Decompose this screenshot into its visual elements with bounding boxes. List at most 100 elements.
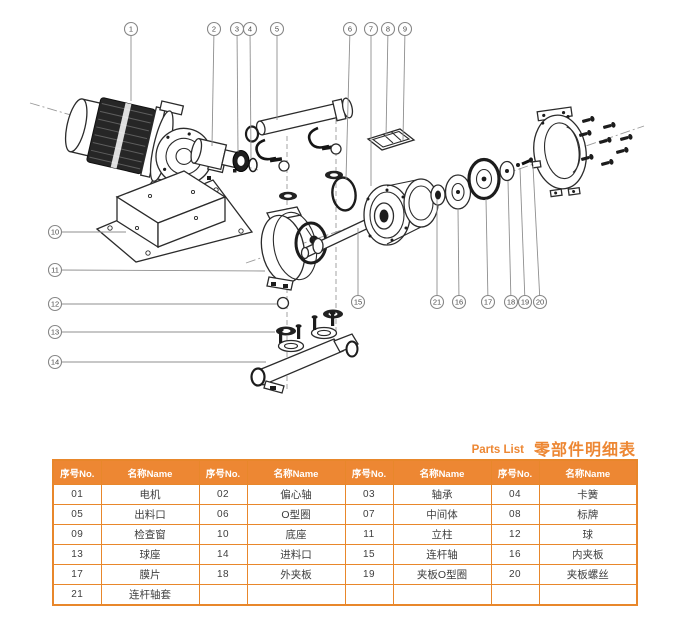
pump-chamber-part bbox=[260, 206, 328, 291]
bearing-part bbox=[232, 150, 250, 172]
parts-list-title-zh: 零部件明细表 bbox=[533, 442, 636, 459]
discharge-pipe-part bbox=[244, 97, 354, 163]
part-name-cell: 夹板O型圈 bbox=[392, 564, 492, 585]
svg-text:19: 19 bbox=[521, 298, 529, 307]
part-name-cell: O型圈 bbox=[246, 504, 346, 525]
header-no-cell: 序号No. bbox=[344, 459, 394, 485]
parts-list-title: Parts List 零部件明细表 bbox=[52, 436, 636, 460]
part-name-cell: 夹板螺丝 bbox=[538, 564, 638, 585]
part-name-cell: 偏心轴 bbox=[246, 484, 346, 505]
svg-text:17: 17 bbox=[484, 298, 492, 307]
part-no-cell bbox=[344, 584, 394, 606]
header-no-cell: 序号No. bbox=[490, 459, 540, 485]
part-name-cell: 膜片 bbox=[100, 564, 200, 585]
part-name-cell: 连杆轴 bbox=[392, 544, 492, 565]
svg-text:6: 6 bbox=[348, 25, 352, 34]
callout-7: 7 bbox=[363, 21, 379, 186]
part-no-cell bbox=[490, 584, 540, 606]
header-name-cell: 名称Name bbox=[100, 459, 200, 485]
callout-8: 8 bbox=[380, 21, 396, 138]
callout-11: 11 bbox=[47, 262, 266, 278]
callout-12: 12 bbox=[47, 296, 277, 312]
callout-10: 10 bbox=[47, 224, 126, 240]
pump-head-casing bbox=[531, 106, 587, 198]
svg-text:1: 1 bbox=[129, 25, 133, 34]
part-name-cell bbox=[246, 584, 346, 606]
part-no-cell: 10 bbox=[198, 524, 248, 545]
part-no-cell: 08 bbox=[490, 504, 540, 525]
svg-text:3: 3 bbox=[235, 25, 239, 34]
header-name-cell: 名称Name bbox=[246, 459, 346, 485]
svg-text:14: 14 bbox=[51, 358, 59, 367]
svg-text:20: 20 bbox=[536, 298, 544, 307]
svg-text:7: 7 bbox=[369, 25, 373, 34]
middle-body-part bbox=[363, 178, 446, 246]
part-no-cell: 03 bbox=[344, 484, 394, 505]
part-no-cell: 05 bbox=[52, 504, 102, 525]
part-name-cell: 球座 bbox=[100, 544, 200, 565]
part-name-cell: 出料口 bbox=[100, 504, 200, 525]
part-name-cell: 轴承 bbox=[392, 484, 492, 505]
header-name-cell: 名称Name bbox=[392, 459, 492, 485]
callout-6: 6 bbox=[342, 21, 358, 180]
callout-18: 18 bbox=[503, 180, 519, 310]
part-name-cell: 中间体 bbox=[392, 504, 492, 525]
part-no-cell: 20 bbox=[490, 564, 540, 585]
part-name-cell: 电机 bbox=[100, 484, 200, 505]
part-no-cell: 17 bbox=[52, 564, 102, 585]
o-ring-part bbox=[331, 176, 357, 212]
part-no-cell: 02 bbox=[198, 484, 248, 505]
part-no-cell: 15 bbox=[344, 544, 394, 565]
part-no-cell: 13 bbox=[52, 544, 102, 565]
svg-text:21: 21 bbox=[433, 298, 441, 307]
part-name-cell: 卡簧 bbox=[538, 484, 638, 505]
callout-2: 2 bbox=[206, 21, 222, 147]
part-no-cell: 06 bbox=[198, 504, 248, 525]
callout-15: 15 bbox=[350, 228, 366, 310]
callout-13: 13 bbox=[47, 324, 275, 340]
svg-text:13: 13 bbox=[51, 328, 59, 337]
callout-4: 4 bbox=[242, 21, 258, 160]
part-no-cell: 21 bbox=[52, 584, 102, 606]
clamp-o-ring-part bbox=[516, 163, 520, 167]
svg-text:11: 11 bbox=[51, 266, 59, 275]
diaphragm-part bbox=[467, 157, 501, 201]
base-part bbox=[95, 170, 254, 263]
name-plate-part bbox=[366, 128, 416, 151]
part-no-cell: 18 bbox=[198, 564, 248, 585]
svg-text:8: 8 bbox=[386, 25, 390, 34]
callout-16: 16 bbox=[451, 208, 467, 310]
svg-text:4: 4 bbox=[248, 25, 252, 34]
part-no-cell: 19 bbox=[344, 564, 394, 585]
part-name-cell: 标牌 bbox=[538, 504, 638, 525]
part-no-cell: 07 bbox=[344, 504, 394, 525]
svg-text:5: 5 bbox=[275, 25, 279, 34]
part-no-cell: 12 bbox=[490, 524, 540, 545]
callout-9: 9 bbox=[397, 21, 413, 141]
callout-14: 14 bbox=[47, 354, 266, 370]
svg-text:12: 12 bbox=[51, 300, 59, 309]
part-no-cell bbox=[198, 584, 248, 606]
part-name-cell: 检查窗 bbox=[100, 524, 200, 545]
part-name-cell: 连杆轴套 bbox=[100, 584, 200, 606]
part-name-cell: 外夹板 bbox=[246, 564, 346, 585]
svg-text:16: 16 bbox=[455, 298, 463, 307]
part-no-cell: 09 bbox=[52, 524, 102, 545]
part-name-cell bbox=[392, 584, 492, 606]
svg-text:2: 2 bbox=[212, 25, 216, 34]
header-name-cell: 名称Name bbox=[538, 459, 638, 485]
callout-1: 1 bbox=[123, 21, 139, 101]
part-no-cell: 14 bbox=[198, 544, 248, 565]
parts-list-title-en: Parts List bbox=[471, 444, 524, 456]
svg-text:15: 15 bbox=[354, 298, 362, 307]
